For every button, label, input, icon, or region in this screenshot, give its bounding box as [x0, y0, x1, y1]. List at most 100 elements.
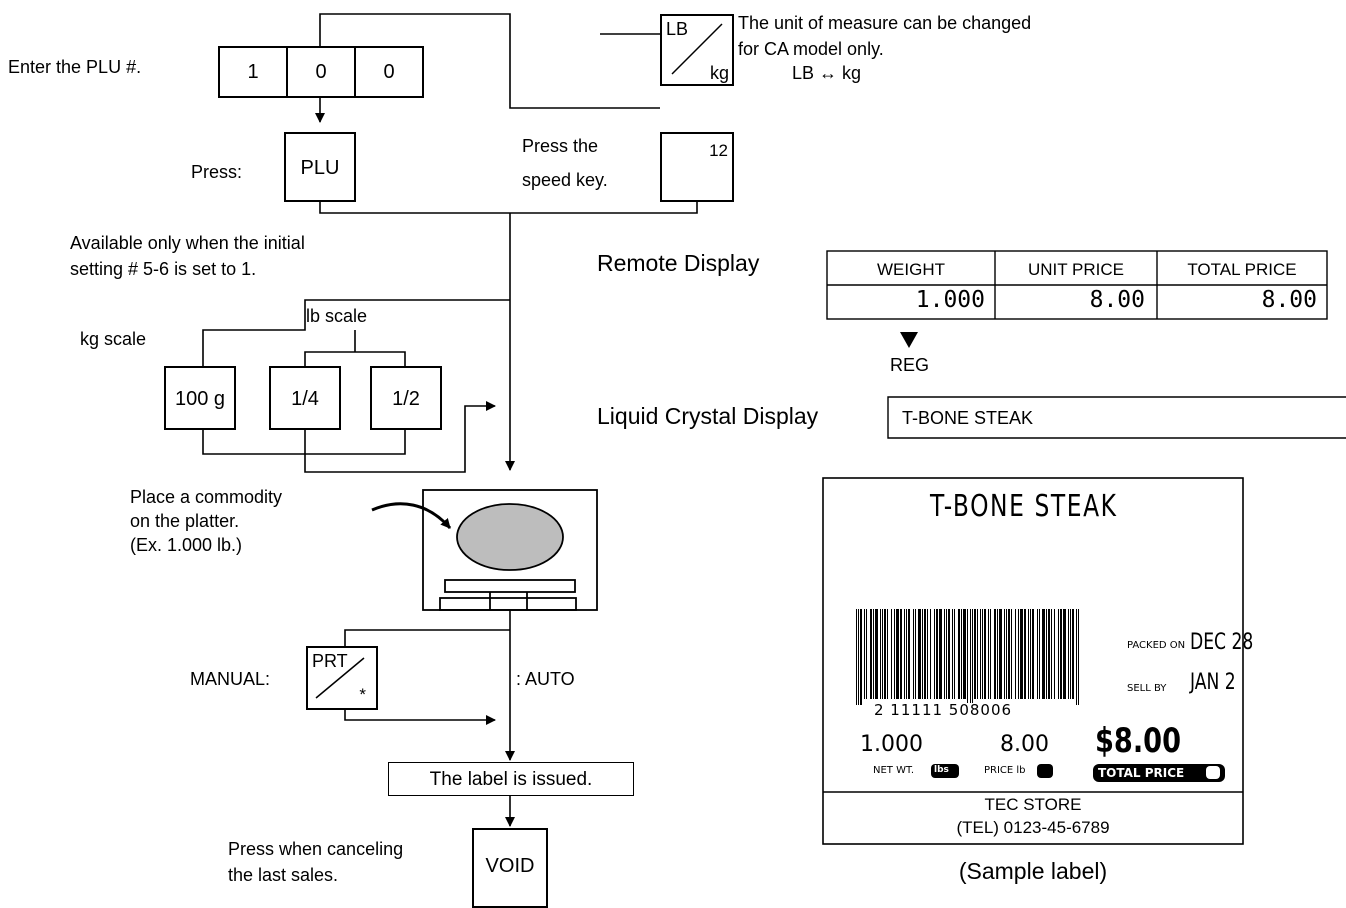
- barcode-bar: [1004, 609, 1005, 699]
- barcode-bar: [1078, 609, 1079, 705]
- unit-key[interactable]: LB kg: [660, 14, 734, 86]
- barcode-bar: [918, 609, 921, 699]
- digit-key-3[interactable]: 0: [354, 46, 424, 98]
- remote-value-weight: 1.000: [827, 289, 985, 312]
- barcode-bar: [984, 609, 986, 699]
- scale-key-100g[interactable]: 100 g: [164, 366, 236, 430]
- remote-header-weight: WEIGHT: [827, 261, 995, 278]
- barcode-bar: [980, 609, 981, 699]
- void-key[interactable]: VOID: [472, 828, 548, 908]
- barcode-bar: [1051, 609, 1052, 699]
- unit-note-2: for CA model only.: [738, 40, 884, 58]
- sell-by-label: SELL BY: [1127, 684, 1166, 694]
- barcode-bar: [1015, 609, 1016, 699]
- remote-display-title: Remote Display: [597, 252, 759, 275]
- net-weight-value: 1.000: [860, 734, 923, 756]
- barcode-bar: [974, 609, 976, 699]
- reg-triangle: [900, 332, 918, 348]
- barcode-bar: [939, 609, 942, 699]
- barcode-bar: [875, 609, 878, 699]
- barcode-bar: [1037, 609, 1038, 699]
- barcode-bar: [1008, 609, 1010, 699]
- barcode: [856, 609, 1079, 705]
- barcode-bar: [936, 609, 938, 699]
- digit-key-2[interactable]: 0: [286, 46, 356, 98]
- barcode-bar: [1030, 609, 1031, 699]
- barcode-bar: [866, 609, 867, 699]
- kg-scale-label: kg scale: [80, 330, 146, 348]
- barcode-bar: [930, 609, 931, 699]
- lcd-text: T-BONE STEAK: [902, 409, 1033, 427]
- barcode-bar: [1063, 609, 1066, 699]
- net-weight-unit: lbs: [934, 766, 949, 775]
- barcode-bar: [858, 609, 859, 705]
- barcode-bar: [1058, 609, 1059, 699]
- scale-key-quarter[interactable]: 1/4: [269, 366, 341, 430]
- place-note-2: on the platter.: [130, 512, 239, 530]
- scale-key-half[interactable]: 1/2: [370, 366, 442, 430]
- barcode-bar: [860, 609, 862, 705]
- lb-scale-label: lb scale: [306, 307, 367, 325]
- press-speed-text: Press the: [522, 137, 598, 155]
- barcode-bar: [1011, 609, 1012, 699]
- barcode-bar: [887, 609, 888, 699]
- barcode-digits: 2 11111 508006: [872, 703, 1014, 718]
- remote-value-unit-price: 8.00: [995, 289, 1145, 312]
- remote-header-unit-price: UNIT PRICE: [995, 261, 1157, 278]
- place-note-3: (Ex. 1.000 lb.): [130, 536, 242, 554]
- barcode-bar: [1046, 609, 1047, 699]
- barcode-bar: [944, 609, 945, 699]
- barcode-bar: [1054, 609, 1055, 699]
- barcode-bar: [961, 609, 962, 699]
- void-note-2: the last sales.: [228, 866, 338, 884]
- barcode-bar: [982, 609, 983, 699]
- sample-label-caption: (Sample label): [823, 860, 1243, 883]
- barcode-bar: [880, 609, 881, 699]
- barcode-bar: [1048, 609, 1050, 699]
- digit-key-1[interactable]: 1: [218, 46, 288, 98]
- manual-label: MANUAL:: [190, 670, 270, 688]
- press-speed-text-2: speed key.: [522, 171, 608, 189]
- unit-note-3: LB ↔ kg: [792, 64, 861, 82]
- barcode-bar: [924, 609, 926, 699]
- plu-key[interactable]: PLU: [284, 132, 356, 202]
- prt-key[interactable]: PRT *: [306, 646, 378, 710]
- price-lb-value: 8.00: [1000, 734, 1049, 756]
- barcode-bar: [1072, 609, 1074, 699]
- barcode-bar: [963, 609, 966, 699]
- available-note-1: Available only when the initial: [70, 234, 305, 252]
- packed-on-value: DEC 28: [1190, 632, 1253, 654]
- connector-manual-branch: [345, 630, 510, 646]
- press-label: Press:: [191, 163, 242, 181]
- label-product-name: T-BONE STEAK: [930, 492, 1118, 522]
- barcode-bar: [958, 609, 960, 699]
- barcode-bar: [1018, 609, 1019, 699]
- barcode-bar: [1024, 609, 1026, 699]
- barcode-bar: [1070, 609, 1071, 699]
- price-lb-label: PRICE lb: [984, 766, 1026, 776]
- reg-label: REG: [890, 356, 929, 374]
- available-note-2: setting # 5-6 is set to 1.: [70, 260, 256, 278]
- barcode-bar: [988, 609, 989, 699]
- lcd-title: Liquid Crystal Display: [597, 405, 818, 428]
- barcode-bar: [1028, 609, 1029, 699]
- connector-lb-branch: [305, 330, 405, 366]
- barcode-bar: [997, 609, 998, 699]
- void-note-1: Press when canceling: [228, 840, 403, 858]
- store-tel: (TEL) 0123-45-6789: [823, 819, 1243, 836]
- barcode-bar: [882, 609, 883, 699]
- net-weight-label: NET WT.: [873, 766, 914, 776]
- barcode-bar: [946, 609, 947, 699]
- barcode-bar: [1042, 609, 1045, 699]
- barcode-bar: [922, 609, 923, 699]
- barcode-bar: [1039, 609, 1040, 699]
- barcode-bar: [913, 609, 914, 699]
- barcode-bar: [873, 609, 874, 699]
- barcode-bar: [896, 609, 899, 699]
- barcode-bar: [856, 609, 857, 705]
- barcode-bar: [990, 609, 991, 699]
- barcode-bar: [967, 609, 968, 705]
- speed-key[interactable]: 12: [660, 132, 734, 202]
- barcode-bar: [1020, 609, 1023, 699]
- unit-note-1: The unit of measure can be changed: [738, 14, 1031, 32]
